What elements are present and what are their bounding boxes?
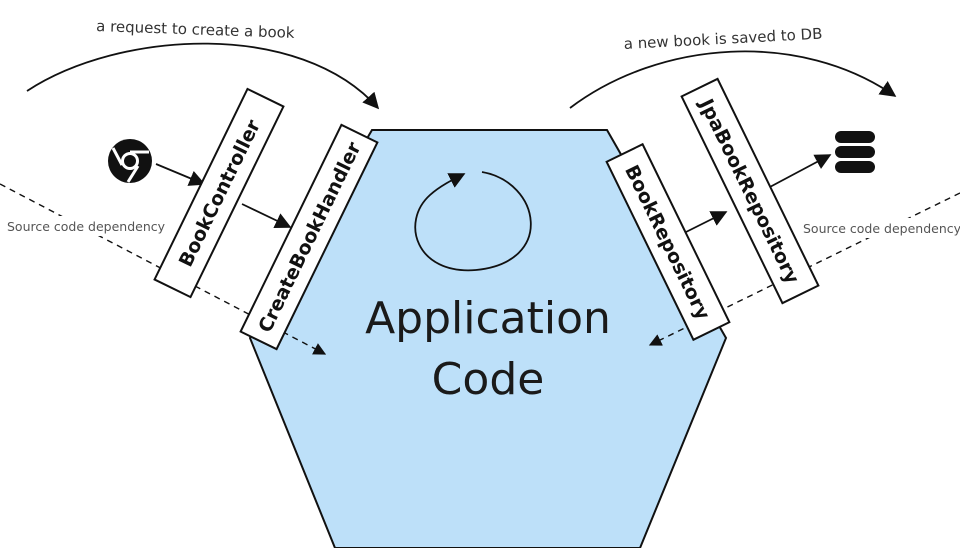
request-arrow bbox=[26, 42, 380, 110]
jpa-to-db-arrow bbox=[767, 154, 832, 189]
cycle-loop-arrow bbox=[414, 171, 532, 272]
repository-to-jpa-arrow bbox=[685, 211, 728, 233]
saved-arrow bbox=[569, 50, 897, 109]
core-title-line1: Application bbox=[365, 293, 611, 344]
request-annotation: a request to create a book bbox=[96, 17, 295, 42]
chrome-icon bbox=[108, 139, 152, 183]
database-icon bbox=[835, 131, 875, 173]
book-controller-box: BookController bbox=[153, 87, 285, 299]
jpa-book-repository-label: JpaBookRepository bbox=[694, 94, 804, 288]
controller-to-handler-arrow bbox=[241, 203, 292, 229]
browser-to-controller-arrow bbox=[155, 163, 206, 186]
book-controller-label: BookController bbox=[175, 116, 265, 270]
saved-annotation: a new book is saved to DB bbox=[623, 25, 823, 53]
dependency-label-right: Source code dependency bbox=[803, 221, 960, 236]
dependency-label-left: Source code dependency bbox=[7, 219, 166, 234]
application-hexagon bbox=[248, 129, 728, 548]
core-title-line2: Code bbox=[432, 354, 545, 405]
